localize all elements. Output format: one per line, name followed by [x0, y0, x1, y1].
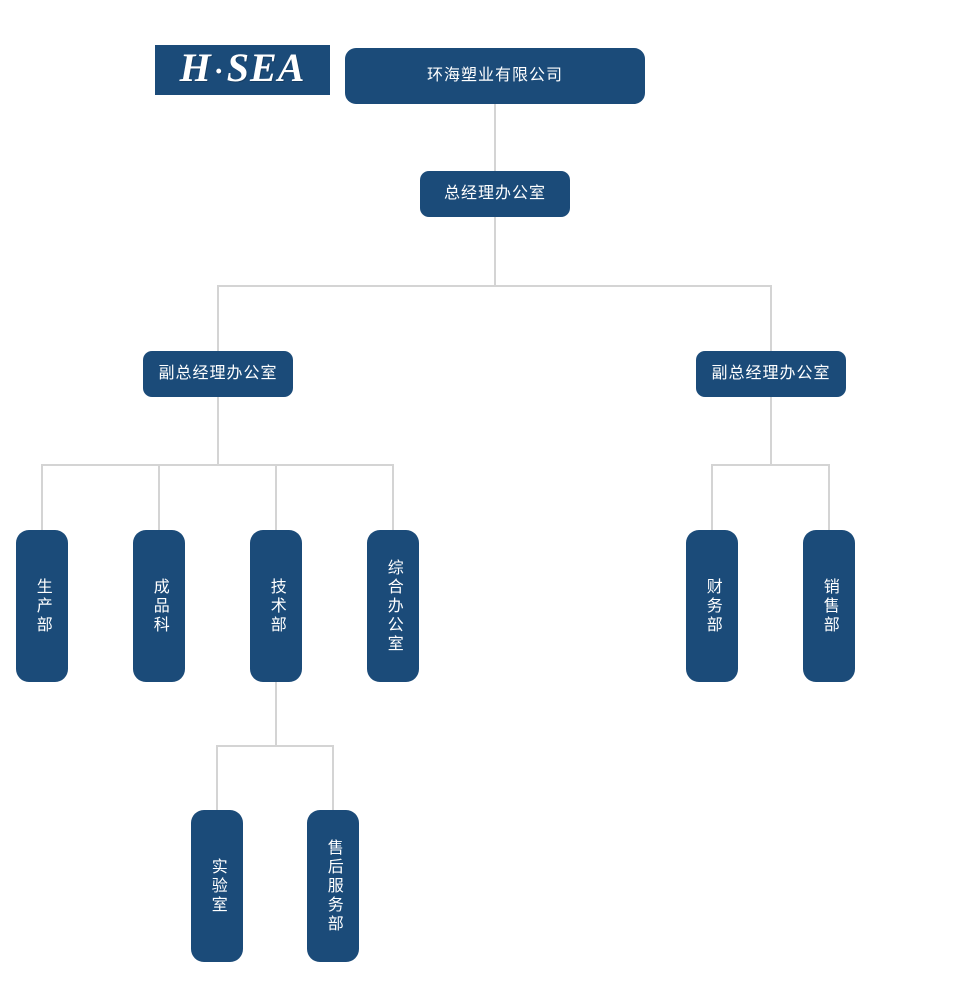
connector-bus-right-departments: [711, 464, 829, 466]
connector-drop-general-office: [392, 464, 394, 530]
connector-bus-deputies: [217, 285, 772, 287]
company-logo: H·SEA: [155, 45, 330, 95]
node-production-department[interactable]: 生产部: [16, 530, 68, 682]
node-label-company: 环海塑业有限公司: [426, 67, 563, 85]
connector-drop-technical: [275, 464, 277, 530]
connector-drop-production: [41, 464, 43, 530]
connector-drop-laboratory: [216, 745, 218, 810]
logo-word-sea: SEA: [226, 45, 306, 90]
node-label-after-sales-service-department: 售后服务部: [324, 838, 342, 934]
node-label-technical-department: 技术部: [267, 577, 285, 635]
connector-drop-finance: [711, 464, 713, 530]
node-label-deputy-office-left: 副总经理办公室: [158, 365, 278, 383]
node-company-root[interactable]: 环海塑业有限公司: [345, 48, 645, 104]
connector-root-to-gm: [494, 104, 496, 171]
node-label-laboratory: 实验室: [208, 857, 226, 915]
node-after-sales-service-department[interactable]: 售后服务部: [307, 810, 359, 962]
node-finance-department[interactable]: 财务部: [686, 530, 738, 682]
node-label-general-office: 综合办公室: [384, 558, 402, 654]
node-deputy-general-manager-office-left[interactable]: 副总经理办公室: [143, 351, 293, 397]
node-label-general-manager-office: 总经理办公室: [443, 185, 546, 203]
logo-text: H·SEA: [180, 48, 306, 88]
connector-drop-deputy-right: [770, 285, 772, 351]
node-deputy-general-manager-office-right[interactable]: 副总经理办公室: [696, 351, 846, 397]
node-general-manager-office[interactable]: 总经理办公室: [420, 171, 570, 217]
node-laboratory[interactable]: 实验室: [191, 810, 243, 962]
node-sales-department[interactable]: 销售部: [803, 530, 855, 682]
logo-letter-h: H: [179, 45, 212, 90]
connector-bus-technical-children: [216, 745, 334, 747]
connector-drop-finished-goods: [158, 464, 160, 530]
connector-gm-down: [494, 217, 496, 285]
connector-drop-after-sales: [332, 745, 334, 810]
node-technical-department[interactable]: 技术部: [250, 530, 302, 682]
connector-technical-down: [275, 682, 277, 745]
node-label-production-department: 生产部: [33, 577, 51, 635]
node-finished-goods-section[interactable]: 成品科: [133, 530, 185, 682]
logo-middot: ·: [213, 54, 225, 88]
connector-drop-deputy-left: [217, 285, 219, 351]
connector-deputy-right-down: [770, 397, 772, 464]
connector-drop-sales: [828, 464, 830, 530]
node-label-sales-department: 销售部: [820, 577, 838, 635]
node-label-deputy-office-right: 副总经理办公室: [711, 365, 831, 383]
node-general-office[interactable]: 综合办公室: [367, 530, 419, 682]
connector-bus-left-departments: [41, 464, 393, 466]
connector-deputy-left-down: [217, 397, 219, 464]
node-label-finance-department: 财务部: [703, 577, 721, 635]
node-label-finished-goods-section: 成品科: [150, 577, 168, 635]
